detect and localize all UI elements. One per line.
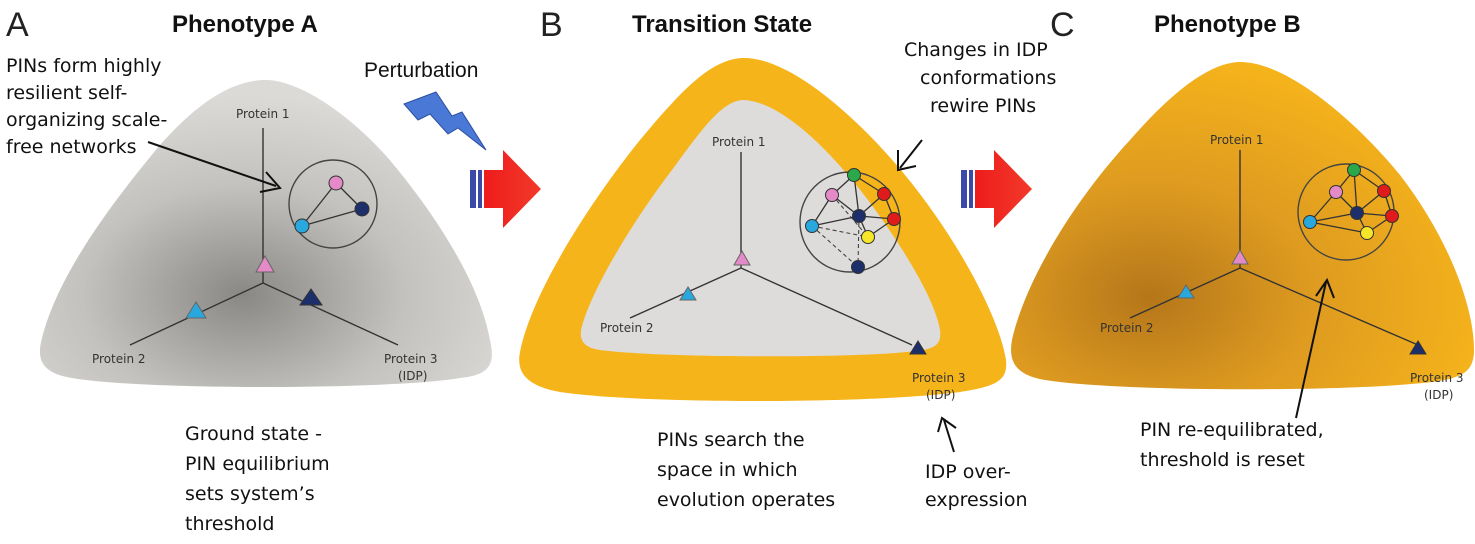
phenotype-a-surface bbox=[39, 79, 492, 387]
protein2-label: Protein 2 bbox=[600, 321, 654, 335]
pin-node-pink bbox=[328, 175, 344, 191]
pin-network bbox=[1297, 163, 1399, 261]
note-c-bottom: PIN re-equilibrated, threshold is reset bbox=[1140, 419, 1324, 471]
svg-text:evolution operates: evolution operates bbox=[657, 489, 835, 511]
svg-text:IDP over-: IDP over- bbox=[925, 461, 1011, 483]
transition-arrow-icon-1 bbox=[470, 150, 541, 228]
note-b-top: Changes in IDP conformations rewire PINs bbox=[904, 39, 1056, 117]
panel-c: C Phenotype B Protein 1 Protein 2 Protei… bbox=[1011, 6, 1475, 471]
pin-node-navy bbox=[354, 201, 370, 217]
protein3-sub-label: (IDP) bbox=[1424, 388, 1453, 402]
panel-title-b: Transition State bbox=[632, 11, 812, 38]
panel-title-c: Phenotype B bbox=[1154, 11, 1301, 38]
svg-text:free networks: free networks bbox=[6, 136, 137, 158]
svg-text:Changes in IDP: Changes in IDP bbox=[904, 39, 1048, 61]
svg-text:threshold: threshold bbox=[185, 513, 274, 535]
edge-protein3 bbox=[262, 282, 399, 346]
panel-title-a: Phenotype A bbox=[172, 11, 318, 38]
svg-text:organizing scale-: organizing scale- bbox=[6, 109, 167, 131]
protein3-label: Protein 3 bbox=[384, 352, 438, 366]
protein3-label: Protein 3 bbox=[1410, 371, 1464, 385]
protein2-triangle bbox=[1177, 284, 1195, 299]
pin-network bbox=[799, 168, 901, 274]
note-b-bottom: PINs search the space in which evolution… bbox=[657, 429, 835, 511]
perturbation-label: Perturbation bbox=[364, 59, 478, 82]
transition-inner-surface bbox=[580, 100, 941, 357]
note-b-side: IDP over- expression bbox=[925, 461, 1028, 511]
svg-text:Ground state -: Ground state - bbox=[185, 423, 322, 445]
svg-text:sets system’s: sets system’s bbox=[185, 483, 315, 505]
transition-arrow-icon-2 bbox=[961, 150, 1032, 228]
note-a-top: PINs form highly resilient self- organiz… bbox=[6, 55, 167, 158]
protein1-triangle bbox=[255, 254, 275, 273]
pointer-arrow-a bbox=[147, 141, 277, 187]
protein1-label: Protein 1 bbox=[712, 135, 766, 149]
svg-text:expression: expression bbox=[925, 489, 1028, 511]
protein1-triangle bbox=[733, 249, 751, 266]
panel-b: B Transition State Protein 1 Protein 2 P… bbox=[519, 6, 1056, 511]
lightning-icon bbox=[403, 91, 487, 151]
protein3-triangle bbox=[299, 288, 323, 306]
protein3-triangle bbox=[1409, 340, 1427, 355]
svg-text:PIN re-equilibrated,: PIN re-equilibrated, bbox=[1140, 419, 1324, 441]
protein3-triangle bbox=[909, 340, 927, 355]
pin-network bbox=[288, 159, 378, 249]
pointer-arrow-b bbox=[899, 139, 923, 169]
svg-text:rewire PINs: rewire PINs bbox=[930, 95, 1036, 117]
note-a-bottom: Ground state - PIN equilibrium sets syst… bbox=[185, 423, 330, 535]
svg-text:resilient self-: resilient self- bbox=[6, 82, 127, 104]
pointer-arrow-idp bbox=[943, 419, 955, 453]
protein1-label: Protein 1 bbox=[236, 107, 290, 121]
panel-a: A Phenotype A Protein 1 Protein 2 Protei… bbox=[6, 6, 492, 535]
protein2-label: Protein 2 bbox=[1100, 321, 1154, 335]
svg-text:PINs form highly: PINs form highly bbox=[6, 55, 162, 77]
svg-text:PIN equilibrium: PIN equilibrium bbox=[185, 453, 330, 475]
protein2-label: Protein 2 bbox=[92, 352, 146, 366]
panel-letter-c: C bbox=[1050, 6, 1075, 44]
edge-protein3 bbox=[1239, 267, 1419, 346]
pin-node-cyan bbox=[294, 218, 310, 234]
protein1-label: Protein 1 bbox=[1210, 133, 1264, 147]
panel-letter-a: A bbox=[6, 6, 29, 44]
protein1-triangle bbox=[1231, 248, 1249, 265]
pointer-arrow-c bbox=[1295, 281, 1327, 419]
phenotype-b-surface bbox=[1011, 61, 1475, 390]
svg-text:space in which: space in which bbox=[657, 459, 798, 481]
protein3-label: Protein 3 bbox=[912, 371, 966, 385]
protein3-sub-label: (IDP) bbox=[926, 388, 955, 402]
protein3-sub-label: (IDP) bbox=[398, 369, 427, 383]
svg-text:PINs search the: PINs search the bbox=[657, 429, 805, 451]
protein2-triangle bbox=[185, 301, 207, 319]
protein2-triangle bbox=[679, 286, 697, 301]
panel-letter-b: B bbox=[540, 6, 563, 44]
svg-text:conformations: conformations bbox=[920, 67, 1056, 89]
svg-text:threshold is reset: threshold is reset bbox=[1140, 449, 1305, 471]
edge-protein3 bbox=[740, 267, 913, 346]
